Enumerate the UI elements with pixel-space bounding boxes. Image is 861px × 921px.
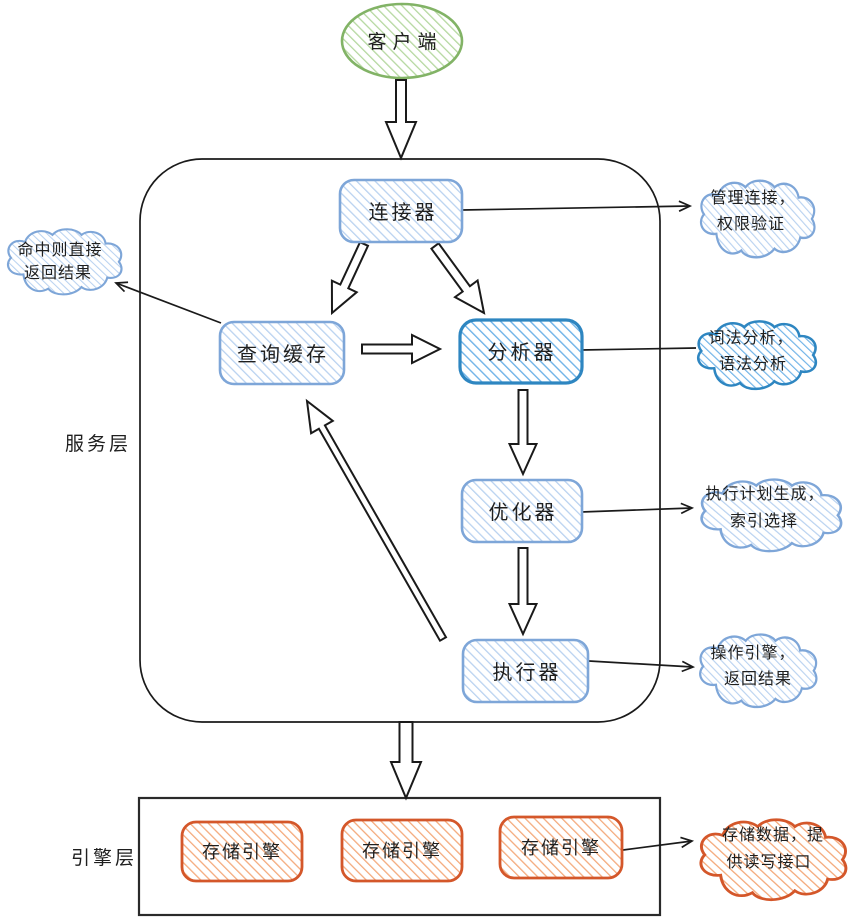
storage-engine-label-2: 存储引擎 [362,841,442,861]
arrow-service-to-engine [389,721,423,801]
analyzer-note-line2: 语法分析 [719,355,787,373]
arrow-connector-to-analyzer [430,241,486,315]
arrow-executor-to-query-cache [305,398,448,643]
executor-note-line2: 返回结果 [724,670,792,688]
arrow-client-to-service [384,79,418,161]
cache-hit-cloud [6,228,123,296]
storage-note-line2: 供读写接口 [726,853,811,871]
line-analyzer-to-note [580,347,697,351]
line-optimizer-to-note [580,502,695,515]
arrow-connector-to-query-cache [330,240,370,316]
cache-hit-note-line2: 返回结果 [24,264,92,282]
arrow-query-cache-to-analyzer [361,333,443,365]
line-storage-to-note [622,836,695,851]
optimizer-node [460,478,584,544]
storage-engine-node-1 [180,820,304,883]
executor-label: 执行器 [493,661,562,684]
optimizer-note-line2: 索引选择 [730,512,798,530]
storage-engine-label-1: 存储引擎 [202,842,282,862]
arrow-analyzer-to-optimizer [507,389,539,477]
line-executor-to-note [588,660,696,673]
client-label: 客户端 [367,31,442,53]
analyzer-label: 分析器 [488,341,557,364]
query-cache-label: 查询缓存 [237,343,329,366]
arrow-optimizer-to-executor [507,547,539,637]
query-cache-node [218,320,346,386]
optimizer-note-line1: 执行计划生成， [705,485,824,503]
storage-engine-label-3: 存储引擎 [521,838,601,858]
executor-node [461,638,590,704]
storage-engine-node-2 [340,818,464,883]
analyzer-note-line1: 词法分析， [708,329,793,347]
connector-node [338,178,464,244]
engine-layer-label: 引擎层 [71,847,137,869]
connector-note-line2: 权限验证 [717,215,785,233]
optimizer-label: 优化器 [489,501,558,524]
executor-note-line1: 操作引擎， [710,644,795,662]
storage-note-line1: 存储数据，提 [722,826,824,844]
line-connector-to-note [461,200,693,212]
connector-note-line1: 管理连接， [710,189,795,207]
engine-layer-container [137,796,662,917]
client-node [340,2,464,80]
storage-engine-node-3 [498,815,624,880]
service-layer-container [139,158,661,723]
cache-hit-note-line1: 命中则直接 [17,241,102,259]
connector-label: 连接器 [369,201,438,224]
line-query-cache-to-cache-hit-note [114,281,222,324]
analyzer-node [458,318,584,385]
service-layer-label: 服务层 [65,433,131,455]
